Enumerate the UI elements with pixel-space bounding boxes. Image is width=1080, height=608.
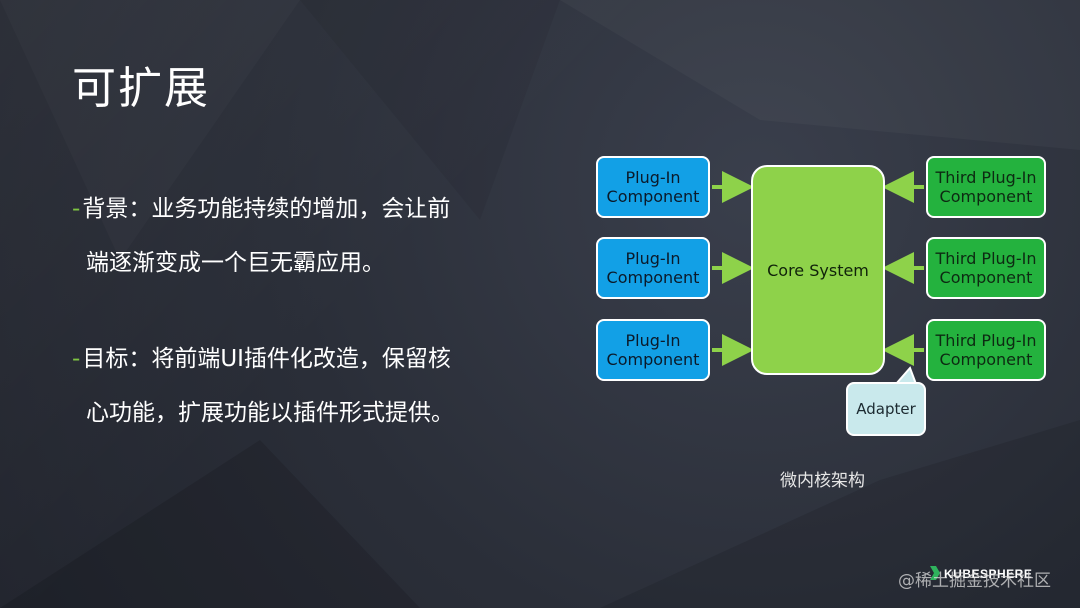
box-label: Third Plug-In (935, 168, 1037, 187)
bullet-line: 端逐渐变成一个巨无霸应用。 (86, 250, 385, 276)
bullet-dash: - (72, 346, 81, 372)
slide-title: 可扩展 (72, 63, 210, 114)
box-label: Component (939, 350, 1033, 369)
bullet-line: 心功能，扩展功能以插件形式提供。 (86, 400, 454, 426)
box-label: Component (606, 268, 700, 287)
watermark-text: @稀土掘金技术社区 (898, 571, 1051, 591)
bullet-line: 背景：业务功能持续的增加，会让前 (82, 196, 451, 222)
diagram-caption: 微内核架构 (780, 471, 865, 491)
box-label: Plug-In (625, 249, 681, 268)
kubesphere-logo-icon (930, 566, 940, 580)
adapter-callout: Adapter (846, 382, 926, 436)
box-label: Third Plug-In (935, 331, 1037, 350)
box-label: Plug-In (625, 331, 681, 350)
box-label: Component (939, 268, 1033, 287)
box-label: Third Plug-In (935, 249, 1037, 268)
bullet-line: 目标：将前端UI插件化改造，保留核 (82, 346, 451, 372)
bullet-dash: - (72, 196, 81, 222)
core-label: Core System (767, 260, 869, 280)
brand-logo-text: KUBESPHERE (944, 567, 1033, 581)
box-label: Component (939, 187, 1033, 206)
box-label: Plug-In (625, 168, 681, 187)
box-label: Component (606, 350, 700, 369)
bullet-goal: -目标：将前端UI插件化改造，保留核 心功能，扩展功能以插件形式提供。 (72, 332, 502, 440)
core-system-box: Core System (751, 165, 885, 375)
box-label: Component (606, 187, 700, 206)
bullet-background: -背景：业务功能持续的增加，会让前 端逐渐变成一个巨无霸应用。 (72, 182, 502, 290)
adapter-label: Adapter (856, 400, 916, 418)
